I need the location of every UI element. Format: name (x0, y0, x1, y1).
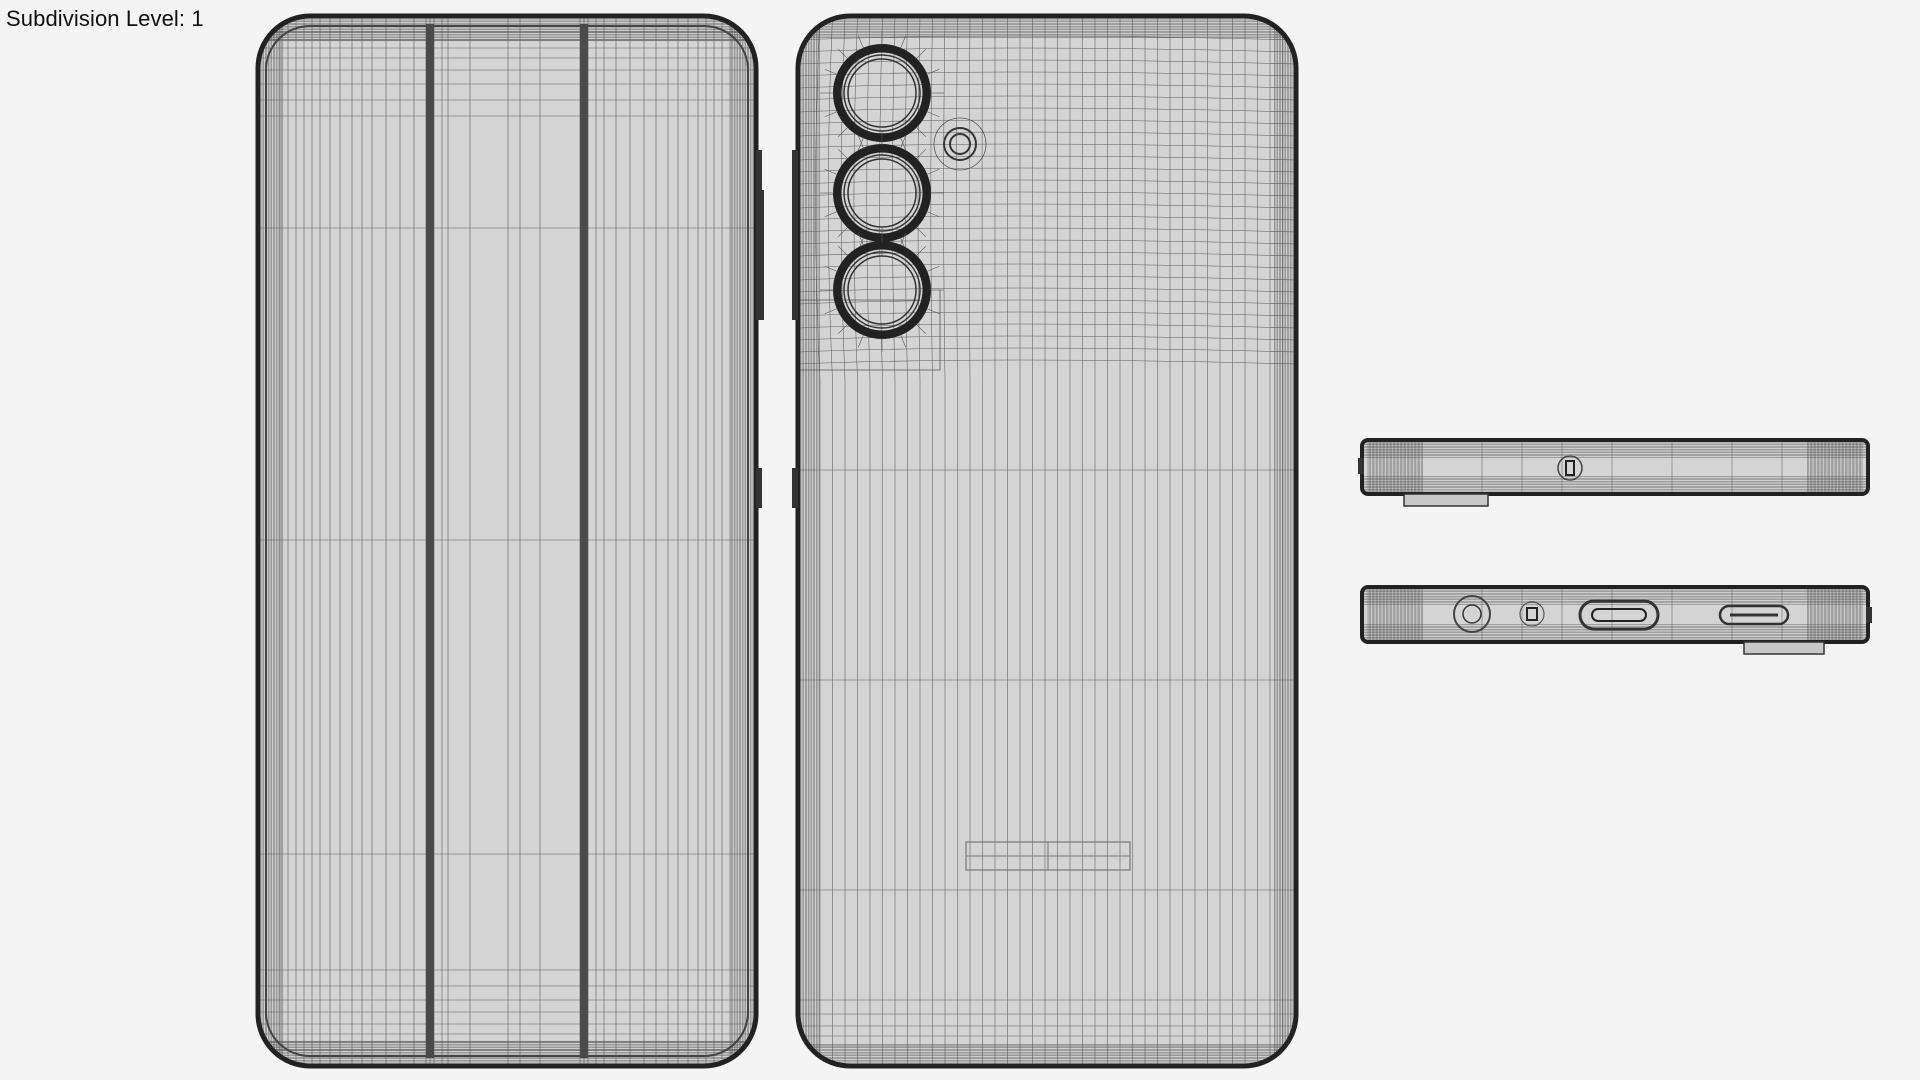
usb-c-port-icon (1578, 599, 1660, 631)
bottom-camera-bump-tab (1743, 641, 1825, 655)
top-edge-view (1358, 438, 1870, 507)
subdivision-level-label: Subdivision Level: 1 (6, 6, 204, 31)
top-edge-mesh (1362, 440, 1868, 494)
back-side-button-b (792, 468, 798, 508)
back-mesh (798, 16, 1296, 1066)
sim-tray-icon (1453, 595, 1491, 633)
camera-island-lines (800, 290, 941, 371)
front-body (258, 16, 756, 1066)
camera-lenses (820, 31, 944, 352)
top-edge-body (1362, 440, 1868, 494)
bottom-right-button (1866, 607, 1872, 623)
front-view (255, 13, 764, 1069)
flash-icon (933, 117, 987, 171)
back-outline (795, 13, 1299, 1069)
microphone-hole-icon (1557, 455, 1583, 481)
back-side-button-a (792, 150, 798, 320)
side-button-upper (756, 150, 762, 190)
side-button-lower (756, 190, 764, 320)
back-view (792, 13, 1299, 1069)
back-body (798, 16, 1296, 1066)
front-outline (255, 13, 759, 1069)
bottom-edge-view (1360, 585, 1872, 655)
front-left-strip (426, 24, 434, 1058)
camera-bump-tab (1403, 493, 1489, 507)
top-left-button (1358, 458, 1364, 474)
front-right-strip (580, 24, 588, 1058)
front-screen-border (265, 25, 749, 1057)
speaker-grille-icon (1718, 604, 1790, 626)
microphone-icon (1519, 601, 1545, 627)
logo-placeholder (965, 841, 1131, 871)
bottom-edge-body (1362, 587, 1868, 642)
side-button-small (756, 468, 762, 508)
